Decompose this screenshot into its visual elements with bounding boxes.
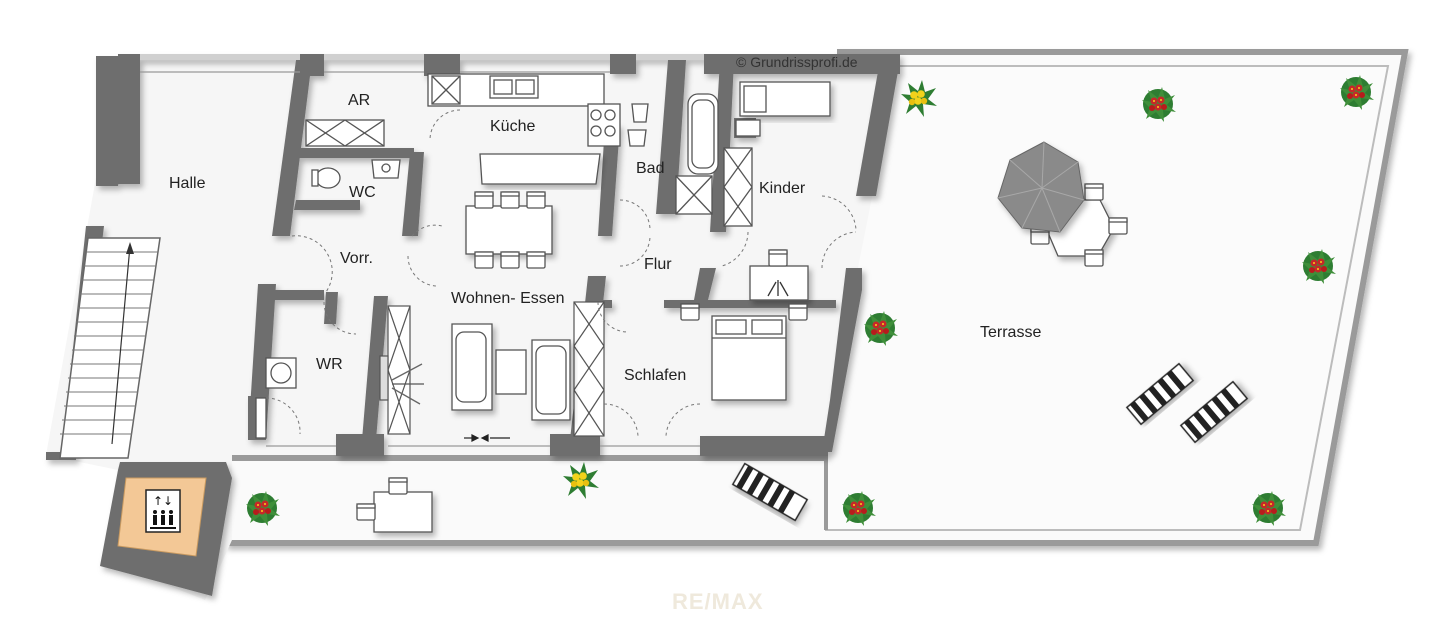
watermark-logo: RE/MAX xyxy=(672,589,764,614)
sun-lounger-icon xyxy=(731,362,1249,522)
room-labels: Halle AR Küche WC Bad Kinder Vorr. Flur … xyxy=(169,92,1041,384)
room-label-wc: WC xyxy=(349,184,376,201)
room-label-kueche: Küche xyxy=(490,118,535,135)
windows xyxy=(140,71,700,447)
room-label-wohnen-essen: Wohnen- Essen xyxy=(451,290,565,307)
laundry-fixture xyxy=(255,357,297,439)
room-label-schlafen: Schlafen xyxy=(624,367,686,384)
svg-text:↑↓: ↑↓ xyxy=(153,494,173,508)
dining-table xyxy=(465,191,553,269)
door-swings xyxy=(265,109,857,437)
sofa-group xyxy=(391,323,571,421)
copyright-credit: © Grundrissprofi.de xyxy=(736,54,858,70)
elevator-icon: ↑↓ xyxy=(117,477,207,557)
wardrobes xyxy=(379,301,605,437)
sliding-door-arrows xyxy=(464,434,510,442)
double-bed xyxy=(680,303,808,401)
bathroom-fixtures xyxy=(627,93,719,215)
room-label-terrasse: Terrasse xyxy=(980,324,1041,341)
kids-room-furniture xyxy=(723,81,831,227)
parasol-icon xyxy=(997,141,1085,233)
room-label-bad: Bad xyxy=(636,160,664,177)
bedroom-desk xyxy=(749,249,809,301)
room-label-ar: AR xyxy=(348,92,370,109)
room-label-wr: WR xyxy=(316,356,343,373)
room-label-flur: Flur xyxy=(644,256,672,273)
room-label-vorr: Vorr. xyxy=(340,250,373,267)
kitchen-furniture xyxy=(305,73,621,185)
wc-fixtures xyxy=(311,159,401,189)
room-label-halle: Halle xyxy=(169,175,206,192)
room-label-kinder: Kinder xyxy=(759,180,806,197)
staircase xyxy=(59,237,161,459)
balcony-table xyxy=(356,477,433,533)
